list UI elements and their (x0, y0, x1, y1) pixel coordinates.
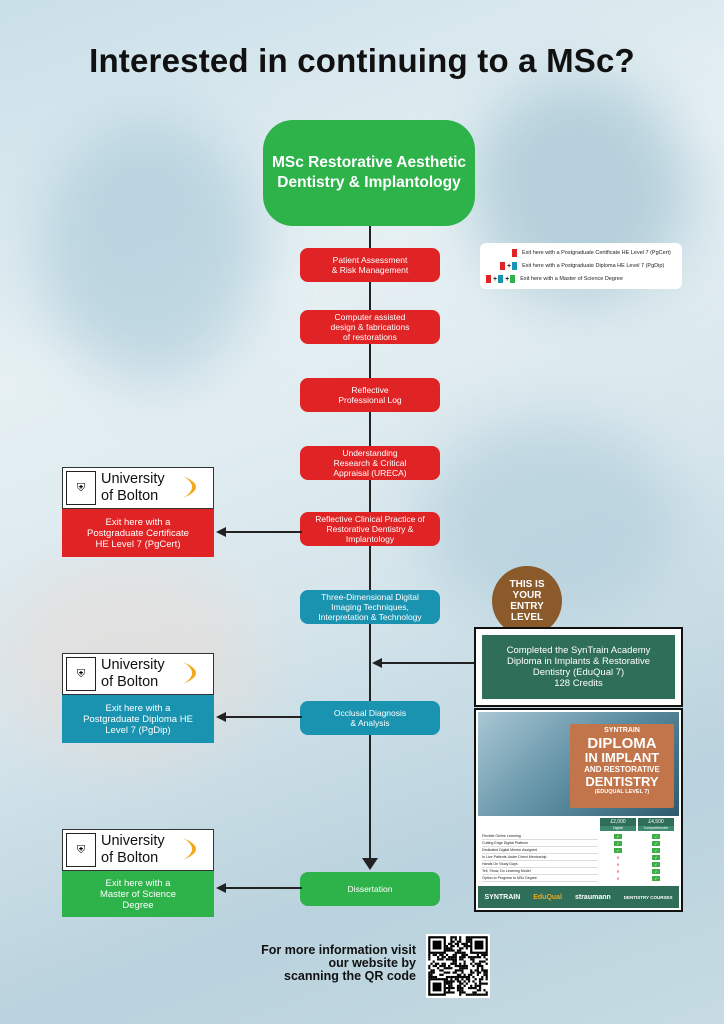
check-icon: ✓ (614, 848, 622, 853)
swoosh-icon (183, 838, 196, 860)
crest-icon: ⛨ (66, 657, 96, 691)
module-node-2: Computer assisted design & fabrications … (300, 310, 440, 344)
brochure-row: Option to Progress to MSc Degree (482, 875, 598, 882)
module-node-6: Three-Dimensional Digital Imaging Techni… (300, 590, 440, 624)
brochure-row: In Live Patients Under Direct Mentorship (482, 854, 598, 861)
check-icon: ✓ (652, 862, 660, 867)
crest-icon: ⛨ (66, 471, 96, 505)
module-node-7: Occlusal Diagnosis & Analysis (300, 701, 440, 735)
check-icon: ✓ (614, 834, 622, 839)
brochure-footer: SYNTRAIN EduQual straumann DENTISTRY COU… (478, 886, 679, 908)
qr-code-icon[interactable] (426, 934, 490, 998)
background-blur (40, 120, 260, 380)
exit-label-pgdip: Exit here with a Postgraduate Diploma HE… (62, 695, 214, 743)
brochure-comparison-table: £2,000 £4,500 Digital Comprehensive Flex… (480, 818, 677, 882)
module-node-4: Understanding Research & Critical Apprai… (300, 446, 440, 480)
brochure-title: SYNTRAIN DIPLOMA IN IMPLANT AND RESTORAT… (570, 724, 674, 808)
exit-arrow-pgdip (216, 712, 302, 722)
check-icon: ✓ (652, 876, 660, 881)
legend-row-msc: ++ Exit here with a Master of Science De… (486, 274, 623, 284)
brochure-row: Cutting Edge Digital Platform (482, 840, 598, 847)
completed-diploma-box: Completed the SynTrain Academy Diploma i… (474, 627, 683, 707)
brochure-row: Flexible Online Learning (482, 833, 598, 840)
check-icon: ✓ (652, 869, 660, 874)
swoosh-icon (183, 476, 196, 498)
exit-arrow-msc (216, 883, 302, 893)
brochure-row: Hands On Study Days (482, 861, 598, 868)
exit-arrow-pgcert (216, 527, 302, 537)
crest-icon: ⛨ (66, 833, 96, 867)
flow-arrowhead (362, 858, 378, 870)
exit-label-msc: Exit here with a Master of Science Degre… (62, 871, 214, 917)
legend-row-pgdip: + Exit here with a Postgraduate Diploma … (500, 261, 664, 271)
brochure-row: Tell, Show, Do Learning Model (482, 868, 598, 875)
msc-title-node: MSc Restorative Aesthetic Dentistry & Im… (263, 120, 475, 226)
cross-icon: ✕ (614, 862, 622, 867)
cross-icon: ✕ (614, 855, 622, 860)
check-icon: ✓ (652, 841, 660, 846)
module-node-5: Reflective Clinical Practice of Restorat… (300, 512, 440, 546)
cross-icon: ✕ (614, 876, 622, 881)
cross-icon: ✕ (614, 869, 622, 874)
module-node-8: Dissertation (300, 872, 440, 906)
exit-legend: Exit here with a Postgraduate Certificat… (480, 243, 682, 289)
more-info-text: For more information visit our website b… (261, 943, 416, 983)
check-icon: ✓ (652, 834, 660, 839)
module-node-1: Patient Assessment & Risk Management (300, 248, 440, 282)
legend-row-pgcert: Exit here with a Postgraduate Certificat… (512, 248, 671, 258)
check-icon: ✓ (614, 841, 622, 846)
brochure-row: Dedicated Digital Mentor Assigned (482, 847, 598, 854)
check-icon: ✓ (652, 848, 660, 853)
exit-label-pgcert: Exit here with a Postgraduate Certificat… (62, 509, 214, 557)
swoosh-icon (183, 662, 196, 684)
page-title: Interested in continuing to a MSc? (89, 42, 635, 79)
entry-level-badge: THIS IS YOUR ENTRY LEVEL (492, 566, 562, 636)
check-icon: ✓ (652, 855, 660, 860)
entry-arrow (372, 658, 476, 668)
diploma-brochure: SYNTRAIN DIPLOMA IN IMPLANT AND RESTORAT… (474, 708, 683, 912)
module-node-3: Reflective Professional Log (300, 378, 440, 412)
